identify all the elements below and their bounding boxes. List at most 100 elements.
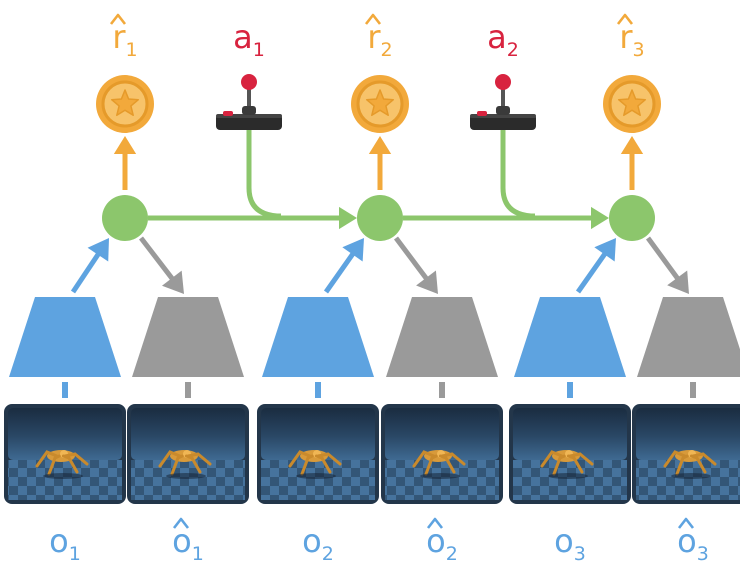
observation-label-3-subscript: 3 — [574, 543, 586, 565]
reward-label-3-base: r — [619, 18, 633, 56]
reward-label-2-subscript: 2 — [381, 39, 393, 61]
decoder-3 — [637, 297, 740, 377]
observation-frame-1-sky — [8, 408, 122, 460]
observation-label-1-base: o — [49, 522, 69, 560]
encoder-arrow-2-line — [323, 249, 357, 294]
latent-state-1 — [102, 195, 148, 241]
latent-transitions — [148, 128, 609, 230]
observation-frame-3-sky — [513, 408, 627, 460]
action-label-2: a2 — [487, 18, 519, 61]
reward-label-3: r3 — [616, 13, 645, 61]
action-merge-2 — [500, 128, 535, 219]
reconstruction-frame-1-sky — [131, 408, 245, 460]
reconstruction-frame-1-robot-leg-4 — [186, 452, 212, 466]
reconstruction-frame-2-robot-leg-4 — [440, 452, 466, 466]
reward-label-3-hat — [616, 13, 634, 25]
observation-label-1: o1 — [49, 522, 81, 565]
svg-text:o3: o3 — [677, 522, 709, 565]
reward-icon-2 — [351, 75, 409, 133]
action-label-1-subscript: 1 — [253, 39, 265, 61]
svg-text:o2: o2 — [426, 522, 458, 565]
reconstruction-frame-1-robot-leg-1 — [158, 450, 182, 468]
reconstruction-label-3-base: o — [677, 522, 697, 560]
reward-icon-3-star — [617, 89, 647, 117]
reward-arrow-1 — [113, 136, 137, 190]
observation-label-3-base: o — [554, 522, 574, 560]
encoder-arrow-1-head — [87, 238, 109, 262]
reconstruction-label-3-hat — [677, 517, 695, 529]
latent-state-3 — [609, 195, 655, 241]
latent-state-2 — [357, 195, 403, 241]
reward-label-2-hat — [364, 13, 382, 25]
reward-arrow-1-head — [113, 136, 137, 154]
reconstruction-frame-1-robot-leg-2 — [170, 454, 184, 476]
decoder-arrow-1-line — [139, 236, 177, 283]
observation-frame-1-robot-leg-1 — [35, 450, 59, 468]
observation-frame-3-robot-shadow — [548, 473, 588, 479]
reward-label-1-base: r — [112, 18, 126, 56]
reconstruction-frame-2-sky — [385, 408, 499, 460]
reconstruction-frame-3 — [632, 404, 740, 504]
observation-frame-3-floor — [513, 460, 627, 500]
decoder-arrow-2-line — [393, 236, 431, 283]
reconstruction-frame-3-floor — [636, 460, 740, 500]
action-icon-2 — [470, 74, 536, 130]
decoder-connector-2 — [439, 382, 445, 398]
reconstruction-label-3-subscript: 3 — [697, 543, 709, 565]
action-label-1: a1 — [233, 18, 265, 61]
observation-label-2-base: o — [302, 522, 322, 560]
encoder-connector-2 — [315, 382, 321, 398]
decoder-connector-1 — [185, 382, 191, 398]
decoder-arrow-3 — [645, 236, 689, 294]
action-label-2-base: a — [487, 18, 507, 56]
reconstruction-frame-2-floor — [385, 460, 499, 500]
encoder-arrow-3-line — [575, 249, 609, 294]
reward-label-1-hat — [109, 13, 127, 25]
transition-arrowhead-1 — [339, 206, 357, 230]
encoder-arrow-1 — [70, 238, 109, 294]
svg-text:a1: a1 — [233, 18, 265, 61]
decoder-1 — [132, 297, 244, 377]
reconstruction-label-1-hat — [172, 517, 190, 529]
action-label-2-subscript: 2 — [507, 39, 519, 61]
encoder-connector-1 — [62, 382, 68, 398]
encoder-2 — [262, 297, 374, 377]
reconstruction-frame-3-robot-shadow — [671, 473, 711, 479]
decoder-arrow-3-line — [645, 236, 682, 283]
observation-frame-1-robot-leg-4 — [63, 452, 89, 466]
decoder-arrow-2 — [393, 236, 438, 294]
reward-label-2-base: r — [367, 18, 381, 56]
svg-text:o3: o3 — [554, 522, 586, 565]
observation-frame-3-robot-leg-1 — [540, 450, 564, 468]
observation-frame-3-robot-leg-4 — [568, 452, 594, 466]
reconstruction-label-1: o1 — [172, 517, 204, 565]
observation-frame-2-floor — [261, 460, 375, 500]
decoder-2 — [386, 297, 498, 377]
reconstruction-frame-1-floor — [131, 460, 245, 500]
reward-arrow-3 — [620, 136, 644, 190]
reward-arrow-2 — [368, 136, 392, 190]
reward-icon-2-star — [365, 89, 395, 117]
transition-arrowhead-2 — [591, 206, 609, 230]
observation-frame-3-robot-leg-2 — [552, 454, 566, 476]
decoder-arrow-3-head — [667, 270, 689, 294]
reward-label-1: r1 — [109, 13, 138, 61]
reward-icon-3 — [603, 75, 661, 133]
svg-text:o1: o1 — [172, 522, 204, 565]
reward-label-2: r2 — [364, 13, 393, 61]
reconstruction-frame-3-robot-leg-2 — [675, 454, 689, 476]
action-icon-1-button — [223, 111, 233, 116]
observation-label-2: o2 — [302, 522, 334, 565]
svg-text:r2: r2 — [367, 18, 392, 61]
action-merge-1 — [246, 128, 281, 219]
encoder-arrow-1-line — [70, 249, 103, 294]
svg-text:r3: r3 — [619, 18, 644, 61]
decoder-arrow-1-head — [161, 270, 184, 294]
reconstruction-frame-3-robot-leg-4 — [691, 452, 717, 466]
encoder-arrow-3 — [575, 238, 616, 294]
reward-arrow-3-head — [620, 136, 644, 154]
reconstruction-frame-1-robot-shadow — [166, 473, 206, 479]
observation-frame-3 — [509, 404, 631, 504]
